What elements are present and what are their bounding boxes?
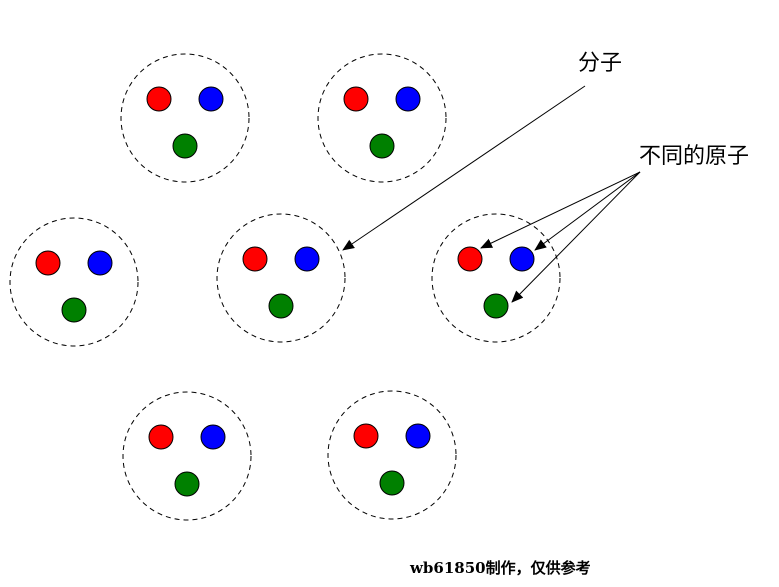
molecule xyxy=(327,390,457,520)
blue-atom xyxy=(395,86,421,112)
molecule-label: 分子 xyxy=(578,51,622,76)
blue-atom xyxy=(509,246,535,272)
blue-atom xyxy=(198,86,224,112)
blue-atom xyxy=(200,424,226,450)
molecule xyxy=(216,213,346,343)
atom-pointer-arrow-red xyxy=(480,171,641,249)
atom-pointer-arrow-green xyxy=(511,171,641,303)
blue-atom xyxy=(405,423,431,449)
red-atom xyxy=(148,424,174,450)
molecule-boundary xyxy=(9,217,139,347)
different-atoms-label: 不同的原子 xyxy=(639,144,749,169)
red-atom xyxy=(353,423,379,449)
molecule-boundary xyxy=(317,53,447,183)
red-atom xyxy=(457,246,483,272)
green-atom xyxy=(61,297,87,323)
molecule xyxy=(122,391,252,521)
green-atom xyxy=(369,133,395,159)
red-atom xyxy=(343,86,369,112)
red-atom xyxy=(146,86,172,112)
blue-atom xyxy=(294,246,320,272)
green-atom xyxy=(174,471,200,497)
molecule xyxy=(317,53,447,183)
watermark-text: wb61850制作，仅供参考 xyxy=(409,559,591,577)
molecule-boundary xyxy=(122,391,252,521)
red-atom xyxy=(242,246,268,272)
blue-atom xyxy=(87,250,113,276)
molecule-boundary xyxy=(431,213,561,343)
green-atom xyxy=(483,293,509,319)
molecule-boundary xyxy=(327,390,457,520)
atom-pointer-arrow-blue xyxy=(534,171,641,251)
red-atom xyxy=(35,250,61,276)
green-atom xyxy=(379,470,405,496)
molecule-boundary xyxy=(216,213,346,343)
molecule-boundary xyxy=(120,53,250,183)
arrow-group xyxy=(342,85,641,303)
molecule xyxy=(120,53,250,183)
green-atom xyxy=(172,133,198,159)
molecule xyxy=(431,213,561,343)
molecule-group xyxy=(9,53,561,521)
molecule xyxy=(9,217,139,347)
green-atom xyxy=(268,293,294,319)
molecule-pointer-arrow xyxy=(342,85,586,251)
